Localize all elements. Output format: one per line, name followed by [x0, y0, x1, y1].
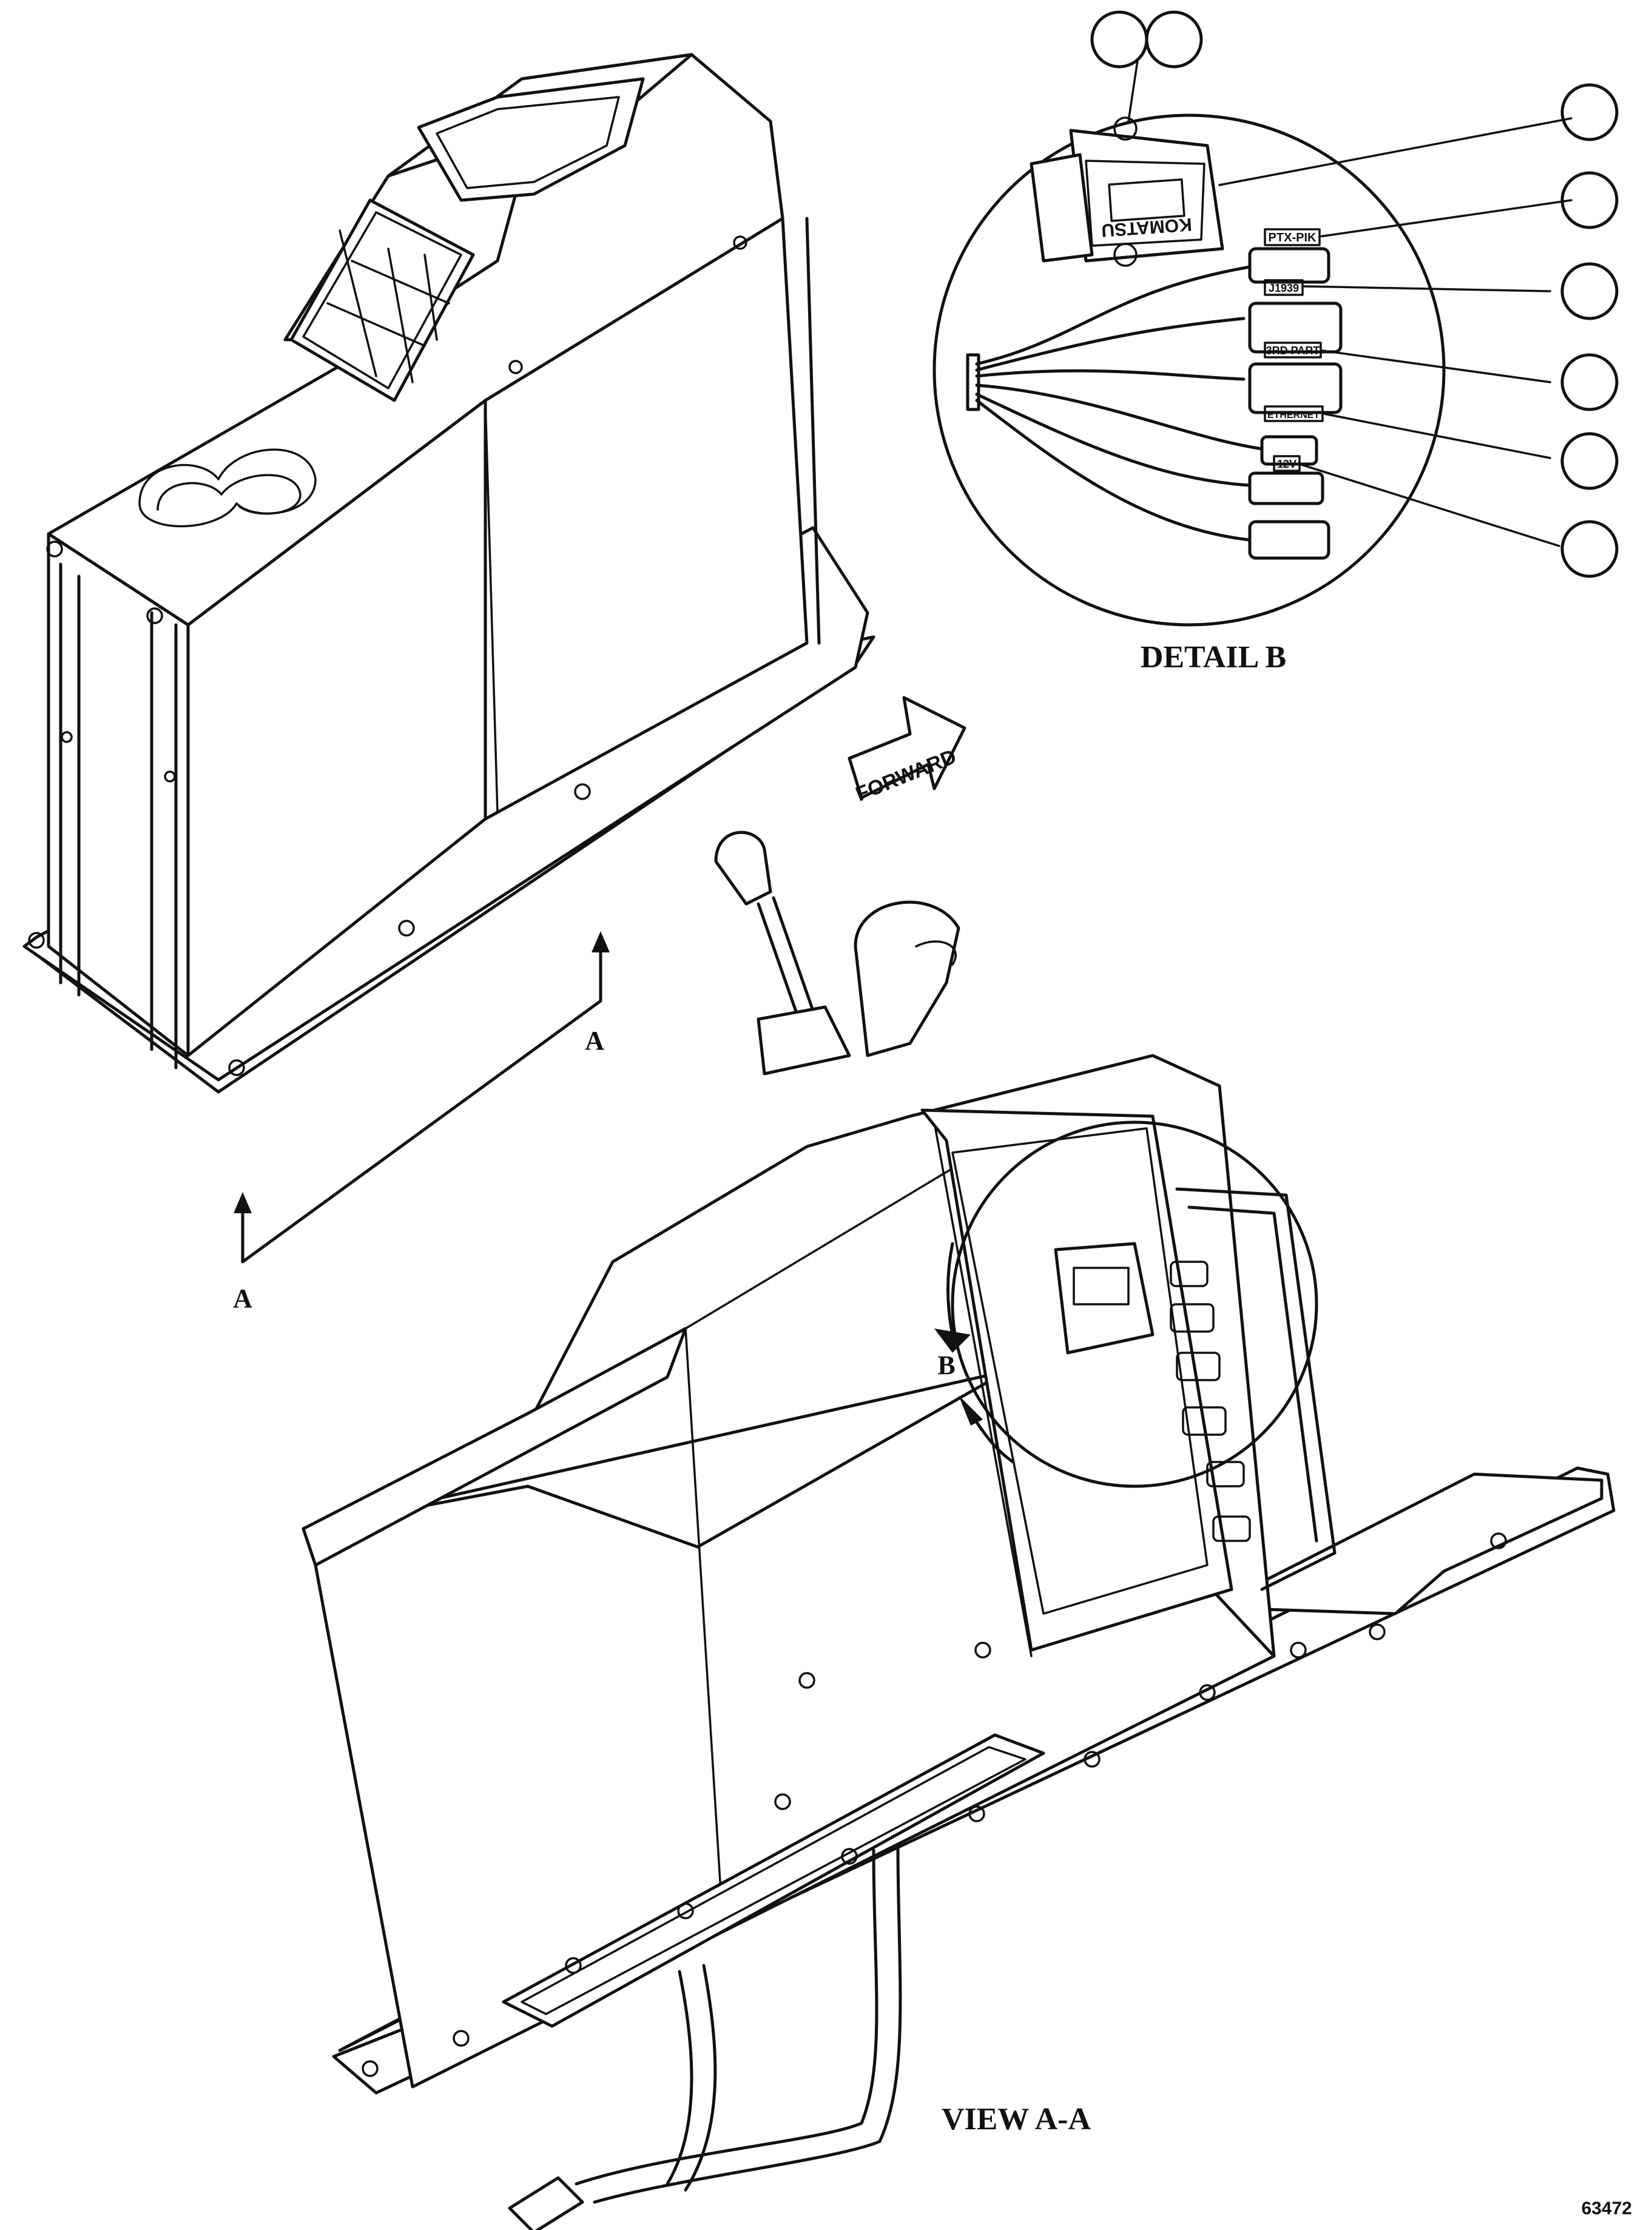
- section-letter-a-right: A: [585, 1026, 604, 1056]
- detail-b-title: DETAIL B: [1141, 640, 1286, 675]
- callout-leaders: [1127, 59, 1573, 547]
- callout-balloons: [1090, 10, 1619, 578]
- wire-harness: [966, 265, 1264, 542]
- detail-letter-b: B: [937, 1350, 955, 1380]
- detail-b-magnifier: KOMATSU PTX-PIK J1939 3RD: [932, 10, 1619, 627]
- shift-lever: [714, 830, 851, 1076]
- tag-ethernet: ETHERNET: [1267, 410, 1320, 420]
- connector-tags: PTX-PIK J1939 3RD PART ETHERNET 12V: [1264, 228, 1324, 472]
- view-a-a-title: VIEW A-A: [942, 2102, 1091, 2137]
- console-assembly-iso: [22, 53, 875, 1094]
- tag-12v: 12V: [1277, 458, 1296, 470]
- joystick: [854, 900, 960, 1057]
- section-letter-a-left: A: [233, 1284, 252, 1313]
- forward-arrow-icon: FORWARD: [848, 696, 966, 806]
- figure-number: 63472: [1582, 2198, 1632, 2218]
- tag-ptx-pik: PTX-PIK: [1269, 231, 1317, 244]
- controller-module: KOMATSU: [1030, 116, 1224, 267]
- section-line-a-a: [234, 931, 610, 1264]
- connectors: [1248, 247, 1343, 560]
- pipe-assembly: [508, 1842, 902, 2230]
- view-a-a-assembly: [302, 830, 1616, 2230]
- tag-3rd-part: 3RD PART: [1266, 345, 1320, 357]
- tag-j1939: J1939: [1269, 282, 1299, 294]
